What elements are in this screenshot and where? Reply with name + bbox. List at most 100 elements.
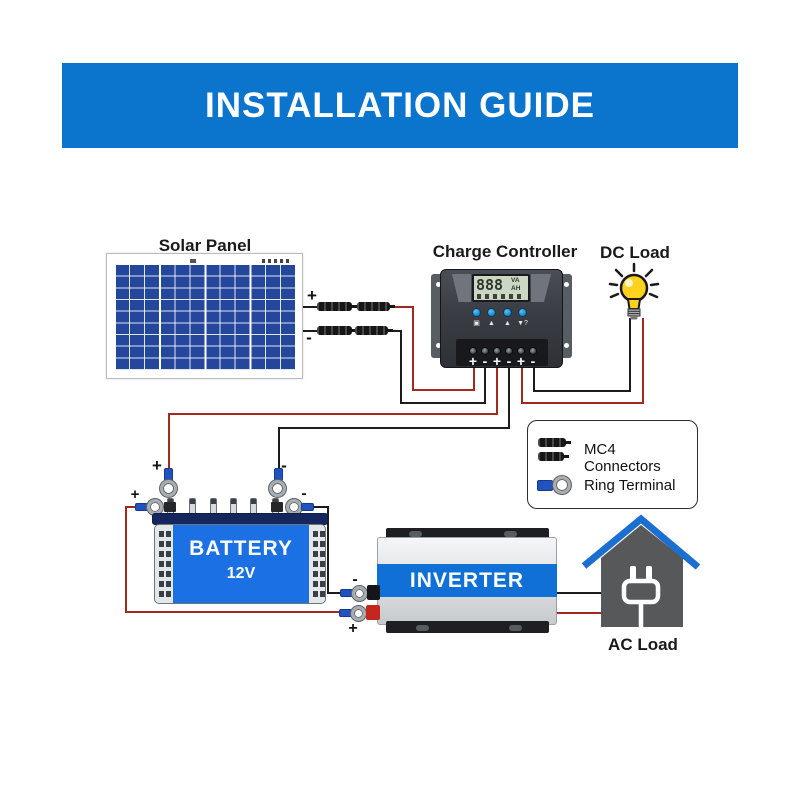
terminal-screw	[517, 347, 525, 355]
inverter-bracket-bolt	[504, 531, 517, 537]
solar-panel-cells	[114, 265, 295, 370]
controller-screw-hole	[564, 343, 569, 348]
menu-icon: ▣	[473, 320, 480, 327]
wire-batt-pos-v1	[496, 366, 498, 415]
terminal-screw	[493, 347, 501, 355]
solar-panel-label: Solar Panel	[158, 236, 252, 255]
inverter-dc-terminal-positive	[366, 605, 380, 620]
page-title: INSTALLATION GUIDE	[204, 85, 595, 125]
battery-voltage: 12V	[226, 565, 256, 582]
solar-positive-sign: +	[307, 286, 317, 305]
inverter-label: INVERTER	[409, 568, 525, 592]
wire-pv-pos-v	[412, 306, 414, 391]
terminal-sign: -	[530, 353, 536, 369]
ring-terminal-icon	[537, 480, 553, 491]
battery-top-negative-sign: -	[281, 456, 287, 475]
inverter-dc-terminal-negative	[367, 585, 380, 600]
header-banner: INSTALLATION GUIDE	[62, 63, 738, 148]
solar-negative-sign: -	[306, 328, 312, 347]
mc4-connector-icon	[538, 438, 571, 447]
inverter-bracket-bolt	[509, 625, 522, 631]
ac-load-label: AC Load	[608, 635, 678, 654]
ring-terminal-icon	[160, 480, 177, 497]
up-arrow-icon: ▲	[504, 320, 511, 327]
wire-pv-pos-h1	[390, 306, 414, 308]
lcd-value: 888	[476, 276, 504, 294]
wire-pv-pos-stub	[301, 306, 318, 308]
terminal-sign: -	[506, 353, 512, 369]
terminal-sign: -	[482, 353, 488, 369]
battery-post-clamp	[164, 502, 176, 512]
legend-mc4-label: MC4 Connectors	[584, 441, 661, 475]
ring-terminal-icon	[269, 480, 286, 497]
inverter-positive-sign: +	[348, 620, 358, 637]
ring-terminal-icon	[553, 476, 571, 494]
ring-terminal-icon	[352, 586, 367, 601]
wire-batt-neg-v1	[508, 366, 510, 429]
battery-front-positive-sign: +	[130, 486, 140, 503]
legend-box	[527, 420, 698, 509]
charge-controller-label: Charge Controller	[432, 242, 578, 261]
battery-post-clamp	[271, 502, 283, 512]
battery-top-positive-sign: +	[152, 456, 162, 475]
mc4-connector-icon	[317, 302, 357, 311]
ring-terminal-icon	[301, 503, 314, 511]
wire-batt-neg-v2	[278, 427, 280, 469]
controller-button	[518, 308, 527, 317]
mc4-connector-icon	[357, 302, 395, 311]
wire-inv-pos-h2	[125, 611, 346, 613]
wire-ac-neg-h	[556, 592, 602, 594]
controller-screw-hole	[564, 282, 569, 287]
mc4-connector-icon	[538, 452, 569, 461]
controller-button	[487, 308, 496, 317]
lightbulb-icon	[598, 258, 670, 322]
lcd-unit-bottom: AH	[511, 285, 521, 292]
house-icon	[580, 512, 702, 630]
wire-pv-neg-up	[484, 366, 486, 404]
inverter-bracket-bolt	[409, 531, 422, 537]
battery-body: BATTERY 12V	[154, 524, 326, 604]
ring-terminal-icon	[274, 468, 283, 481]
battery-vent-slots	[320, 531, 325, 597]
wire-load-neg-h	[533, 390, 631, 392]
inverter-stripe: INVERTER	[377, 564, 557, 597]
legend-ring-label: Ring Terminal	[584, 477, 676, 494]
terminal-sign: +	[468, 353, 478, 369]
wire-inv-pos-h1	[125, 506, 137, 508]
wire-load-pos-v2	[642, 318, 644, 404]
controller-screw-hole	[436, 282, 441, 287]
terminal-sign: +	[492, 353, 502, 369]
wire-load-neg-v1	[533, 366, 535, 392]
wire-inv-pos-v	[125, 506, 127, 613]
ring-terminal-icon	[351, 606, 366, 621]
wire-load-pos-v1	[521, 366, 523, 404]
wire-batt-neg-h	[278, 427, 510, 429]
wire-inv-neg-h1	[313, 506, 329, 508]
wire-batt-pos-v2	[168, 413, 170, 469]
inverter-negative-sign: -	[352, 571, 358, 588]
controller-button	[472, 308, 481, 317]
terminal-screw	[481, 347, 489, 355]
battery-vent-slots	[166, 531, 171, 597]
lcd-unit-top: VA	[511, 277, 520, 284]
up-arrow-icon: ▲	[488, 320, 495, 327]
inverter-top-bracket	[386, 528, 549, 539]
wire-pv-neg-stub	[301, 330, 318, 332]
wire-ac-pos-h	[556, 612, 602, 614]
mc4-connector-icon	[317, 326, 357, 335]
inverter-bracket-bolt	[416, 625, 429, 631]
wire-inv-neg-v	[327, 506, 329, 594]
wire-load-neg-v2	[629, 318, 631, 392]
terminal-screw	[505, 347, 513, 355]
mc4-connector-icon	[355, 326, 393, 335]
wire-pv-pos-up	[473, 366, 475, 391]
dc-load-label: DC Load	[600, 243, 670, 262]
battery-vent-slots	[313, 531, 318, 597]
controller-screw-hole	[436, 343, 441, 348]
battery-name: BATTERY	[189, 537, 293, 560]
terminal-screw	[469, 347, 477, 355]
lcd-status-icons	[477, 294, 522, 299]
inverter-bottom-bracket	[386, 621, 549, 633]
wire-inv-neg-h2	[327, 592, 343, 594]
